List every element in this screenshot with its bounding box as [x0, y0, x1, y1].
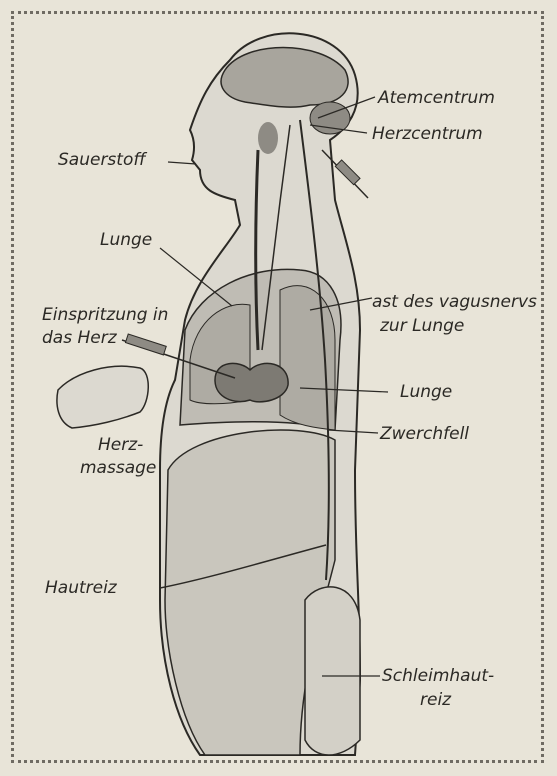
label-lunge-right: Lunge — [400, 382, 452, 402]
label-herzcentrum: Herzcentrum — [372, 124, 483, 144]
label-hautreiz: Hautreiz — [45, 578, 117, 598]
label-schleimhaut-line2: reiz — [420, 690, 451, 710]
heart — [215, 363, 288, 401]
label-vagus-line1: ast des vagusnervs — [372, 292, 537, 312]
leader-sauerstoff — [168, 162, 196, 164]
label-atemcentrum: Atemcentrum — [378, 88, 495, 108]
label-herzmassage-line1: Herz- — [98, 435, 143, 455]
label-vagus-line2: zur Lunge — [380, 316, 464, 336]
label-schleimhaut-line1: Schleimhaut- — [382, 666, 494, 686]
tongue — [258, 122, 278, 154]
label-sauerstoff: Sauerstoff — [58, 150, 146, 170]
label-herzmassage-line2: massage — [80, 458, 156, 478]
label-einspritzung-line1: Einspritzung in — [42, 305, 168, 325]
label-lunge-top: Lunge — [100, 230, 152, 250]
fist-icon — [57, 366, 148, 428]
label-einspritzung-line2: das Herz — [42, 328, 117, 348]
pelvis — [305, 587, 360, 755]
label-zwerchfell: Zwerchfell — [380, 424, 469, 444]
